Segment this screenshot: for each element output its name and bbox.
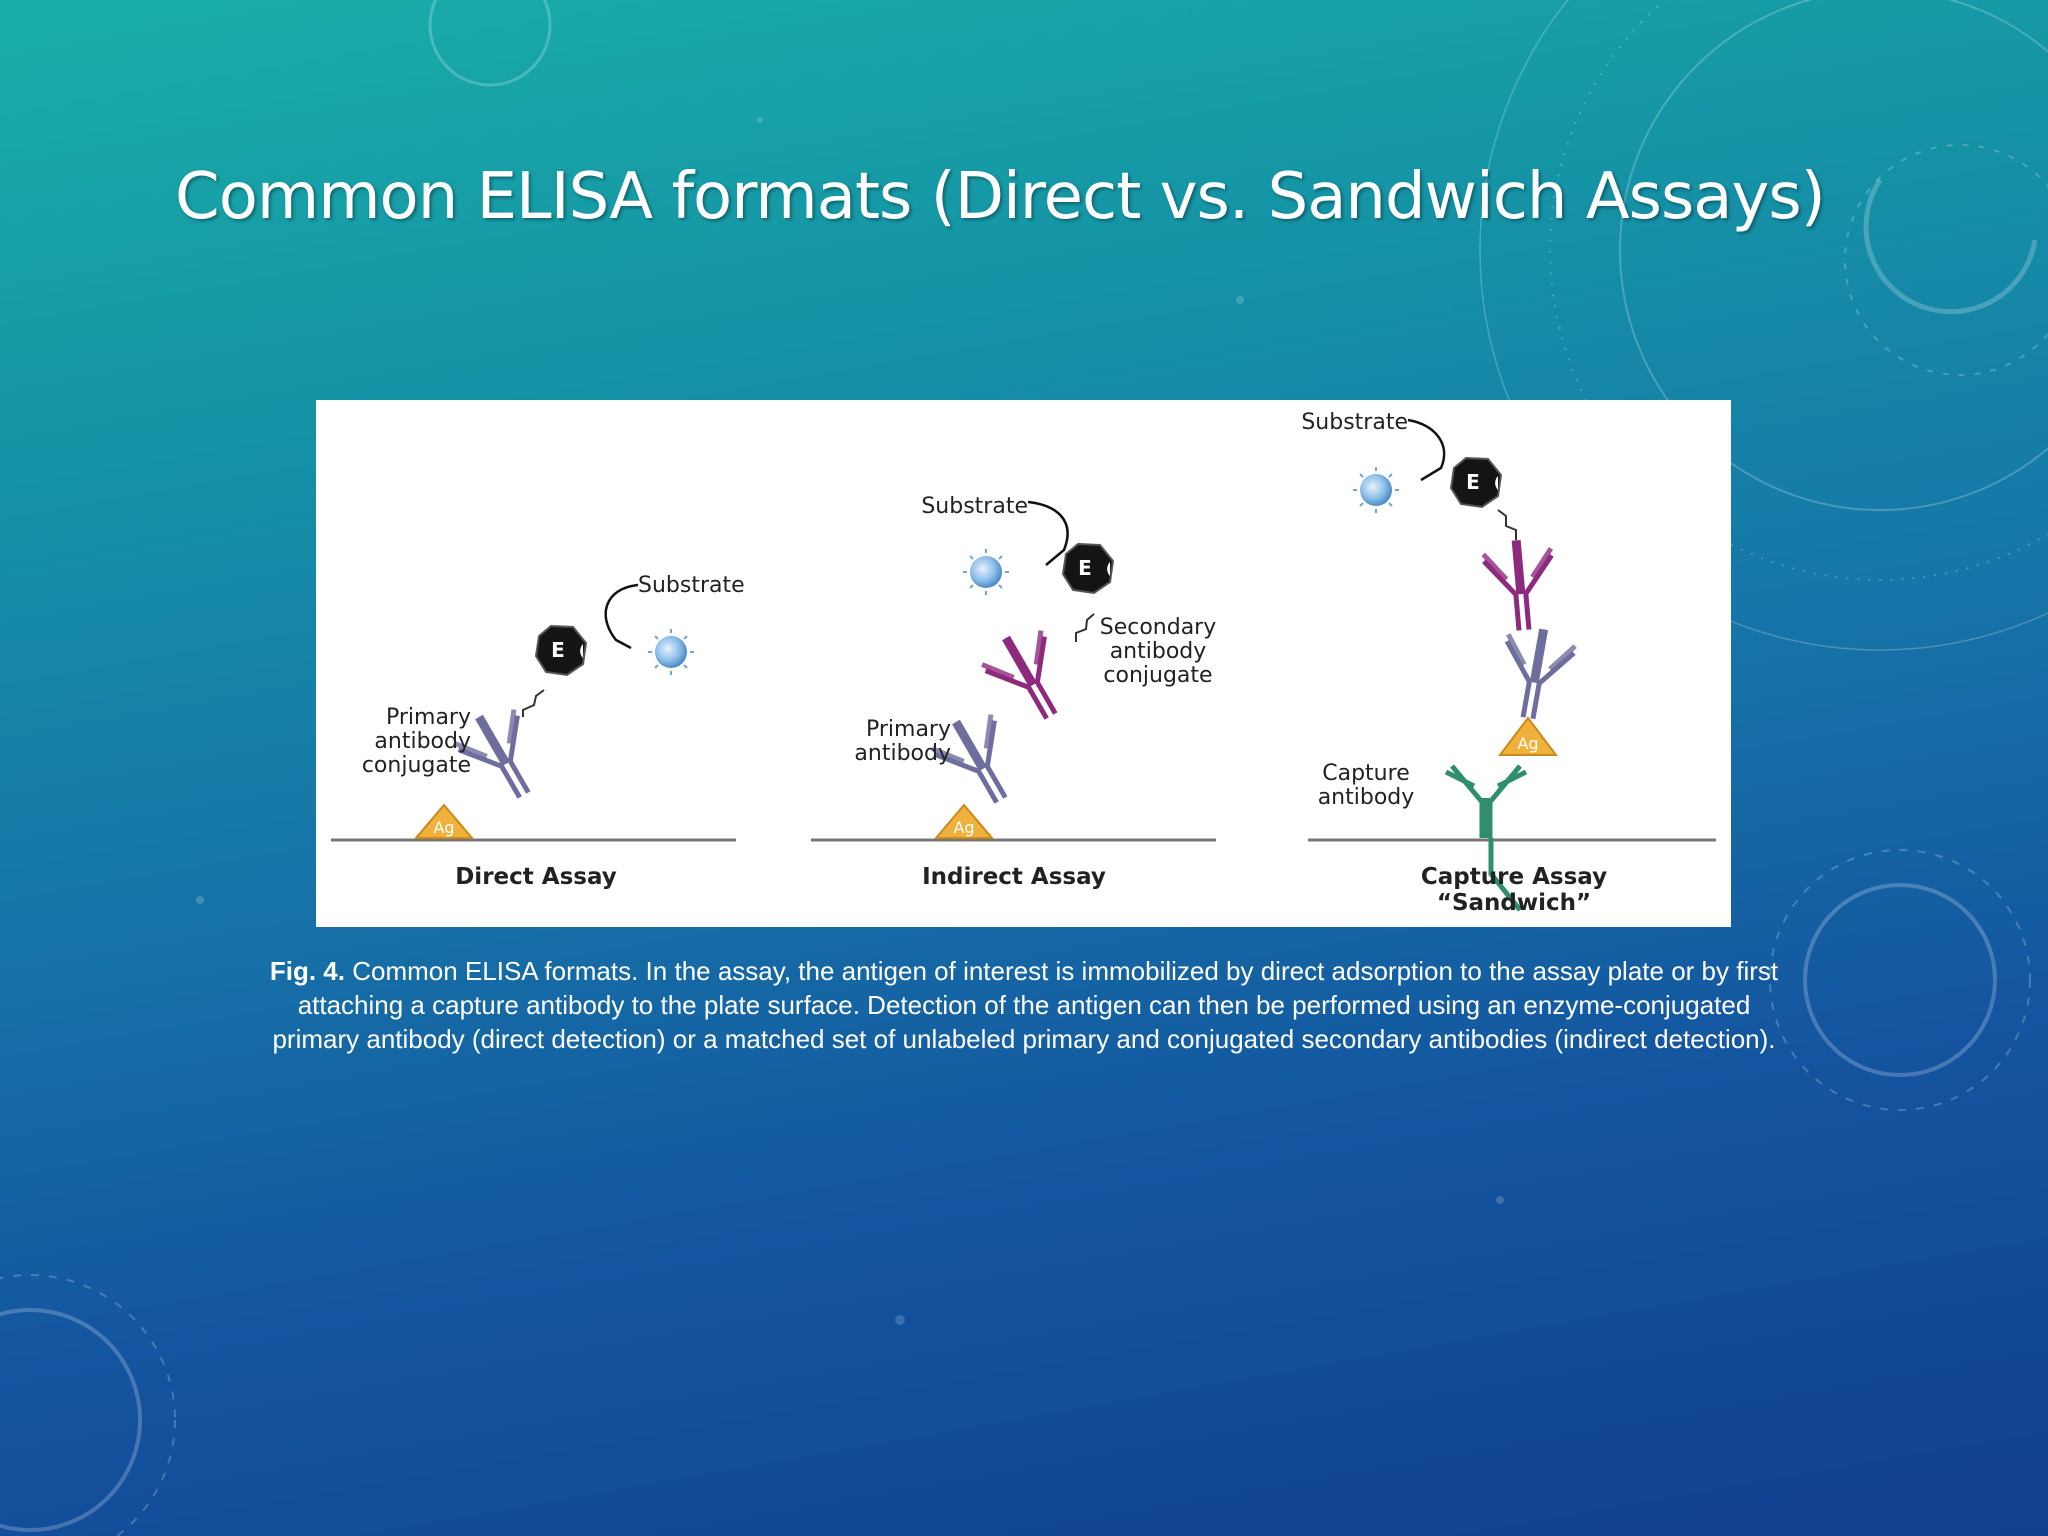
indirect-substrate-icon <box>962 548 1010 596</box>
capture-secondary-antibody <box>1482 537 1558 633</box>
figure-caption: Fig. 4. Common ELISA formats. In the ass… <box>150 954 1898 1056</box>
caption-line-1-text: Common ELISA formats. In the assay, the … <box>352 956 1779 986</box>
capture-label-line2: antibody <box>1318 785 1415 810</box>
direct-antigen-label: Ag <box>433 818 454 837</box>
capture-detection-antibody <box>1495 623 1578 723</box>
direct-primary-label-line1: Primary <box>386 705 471 730</box>
capture-enzyme: E <box>1450 457 1502 508</box>
indirect-primary-label-line1: Primary <box>866 717 951 742</box>
indirect-assay-title: Indirect Assay <box>922 864 1106 890</box>
capture-antigen-label: Ag <box>1517 734 1538 753</box>
direct-enzyme: E <box>535 625 587 676</box>
indirect-antigen-label: Ag <box>953 818 974 837</box>
direct-primary-label-line3: conjugate <box>362 753 471 778</box>
caption-line-2: attaching a capture antibody to the plat… <box>297 990 1751 1020</box>
capture-assay-subtitle: “Sandwich” <box>1437 890 1591 916</box>
direct-primary-label-line2: antibody <box>374 729 471 754</box>
direct-linker <box>522 689 545 717</box>
indirect-enzyme: E <box>1062 543 1114 594</box>
direct-assay-title: Direct Assay <box>455 864 617 890</box>
indirect-antigen: Ag <box>933 803 995 839</box>
indirect-linker <box>1075 613 1095 642</box>
capture-antigen: Ag <box>1497 716 1559 756</box>
caption-label: Fig. 4. <box>269 956 345 986</box>
indirect-arrow <box>1027 500 1069 566</box>
capture-linker <box>1497 509 1517 540</box>
capture-label-line1: Capture <box>1322 761 1409 786</box>
direct-substrate-icon <box>647 628 695 676</box>
capture-substrate-icon <box>1352 466 1400 514</box>
capture-arrow <box>1407 418 1446 482</box>
capture-assay-title: Capture Assay <box>1421 864 1607 890</box>
indirect-enzyme-label: E <box>1078 556 1092 580</box>
elisa-figure: Ag E Substrate Primary antibody conjugat… <box>316 400 1731 927</box>
capture-antibody <box>1444 764 1528 912</box>
indirect-secondary-label-line2: antibody <box>1110 639 1207 664</box>
direct-arrow <box>604 583 639 650</box>
direct-assay-panel: Ag E Substrate Primary antibody conjugat… <box>331 573 745 890</box>
indirect-secondary-label-line3: conjugate <box>1103 663 1212 688</box>
indirect-substrate-label: Substrate <box>921 494 1028 519</box>
direct-enzyme-label: E <box>551 638 565 662</box>
capture-assay-panel: Ag E Substrate Capture antibody Capture … <box>1301 410 1716 916</box>
capture-enzyme-label: E <box>1466 470 1480 494</box>
caption-line-3: primary antibody (direct detection) or a… <box>272 1024 1776 1054</box>
caption-line-1: Fig. 4. Common ELISA formats. In the ass… <box>150 954 1898 988</box>
slide-title: Common ELISA formats (Direct vs. Sandwic… <box>175 160 1826 234</box>
direct-substrate-label: Substrate <box>638 573 745 598</box>
indirect-secondary-label-line1: Secondary <box>1100 615 1217 640</box>
direct-antigen: Ag <box>413 803 475 839</box>
capture-substrate-label: Substrate <box>1301 410 1408 435</box>
indirect-assay-panel: Ag E Substrate Secondary antibody conjug… <box>811 494 1216 890</box>
indirect-primary-label-line2: antibody <box>854 741 951 766</box>
elisa-diagram: Ag E Substrate Primary antibody conjugat… <box>331 410 1716 916</box>
